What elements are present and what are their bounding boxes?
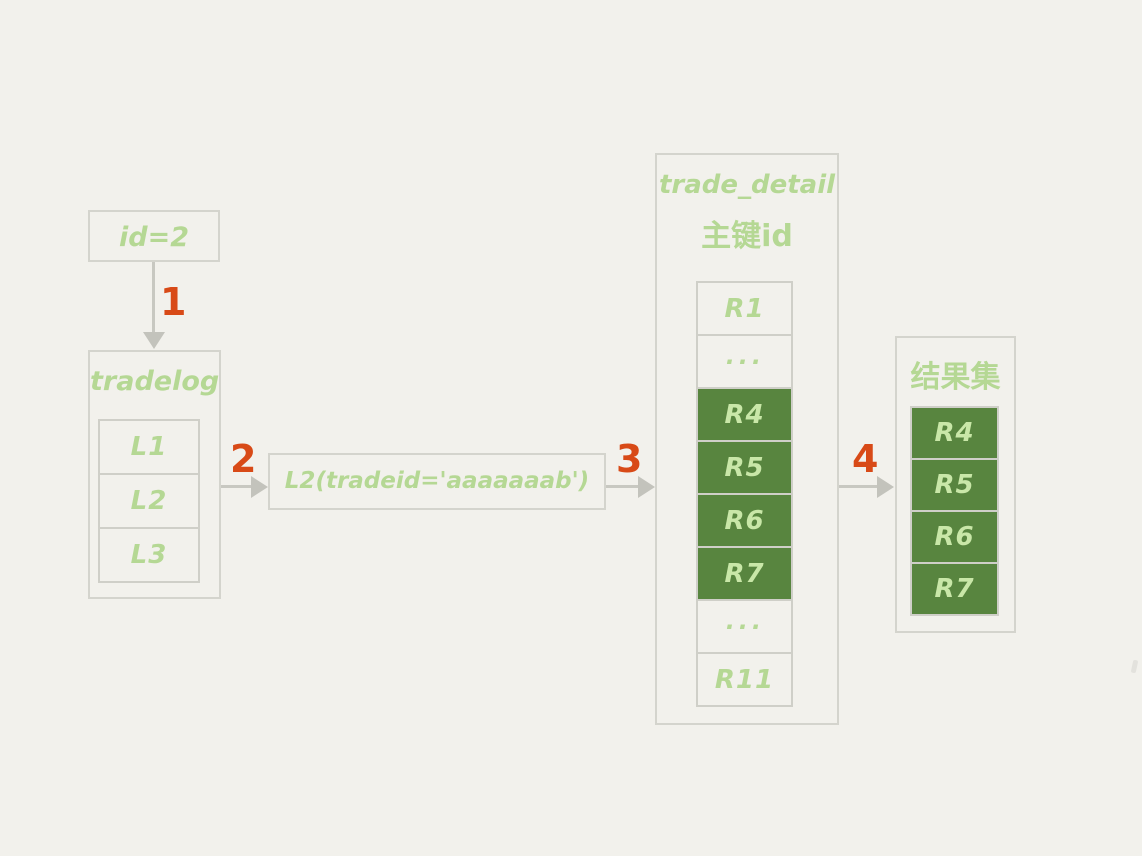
trade-detail-row-gap1: ···	[698, 336, 791, 389]
arrow-4-line	[839, 485, 879, 488]
trade-detail-row-r4: R4	[698, 389, 791, 442]
query-box: L2(tradeid='aaaaaaab')	[268, 453, 606, 510]
step-3-label: 3	[616, 437, 643, 481]
result-set-table: R4 R5 R6 R7	[910, 406, 999, 616]
arrow-3-head-icon	[638, 476, 655, 498]
result-row-r4: R4	[912, 408, 997, 460]
id-value-label: id=2	[119, 222, 189, 253]
trade-detail-row-r6: R6	[698, 495, 791, 548]
arrow-2-head-icon	[251, 476, 268, 498]
arrow-4-head-icon	[877, 476, 894, 498]
query-label: L2(tradeid='aaaaaaab')	[284, 468, 590, 494]
trade-detail-row-gap2: ···	[698, 601, 791, 654]
trade-detail-row-r5: R5	[698, 442, 791, 495]
tradelog-row-l1: L1	[100, 421, 198, 475]
trade-detail-box: trade_detail 主键id	[655, 153, 839, 725]
result-set-title: 结果集	[910, 360, 1001, 395]
trade-detail-row-r11: R11	[714, 664, 775, 695]
arrow-2-line	[221, 485, 253, 488]
tradelog-table: L1 L2 L3	[98, 419, 200, 583]
trade-detail-table: R1 ··· R4 R5 R6 R7 ··· R11	[696, 281, 793, 707]
step-4-label: 4	[852, 437, 879, 481]
tradelog-row-l3: L3	[130, 540, 168, 570]
result-set-box: 结果集	[895, 336, 1016, 633]
arrow-1-head-icon	[143, 332, 165, 349]
result-row-r6: R6	[912, 512, 997, 564]
result-row-r7: R7	[912, 564, 997, 614]
trade-detail-row-r1: R1	[698, 283, 791, 336]
tradelog-row-l2: L2	[100, 475, 198, 529]
result-row-r5: R5	[912, 460, 997, 512]
arrow-1-line	[152, 262, 155, 334]
id-value-box: id=2	[88, 210, 220, 262]
trade-detail-row-r7: R7	[698, 548, 791, 601]
tradelog-title: tradelog	[90, 366, 220, 397]
stray-ink-mark	[1130, 659, 1139, 674]
step-2-label: 2	[230, 437, 257, 481]
trade-detail-subtitle: 主键id	[701, 219, 793, 254]
trade-detail-title: trade_detail	[658, 170, 836, 200]
arrow-3-line	[606, 485, 640, 488]
step-1-label: 1	[160, 280, 187, 324]
tradelog-box: tradelog	[88, 350, 221, 599]
